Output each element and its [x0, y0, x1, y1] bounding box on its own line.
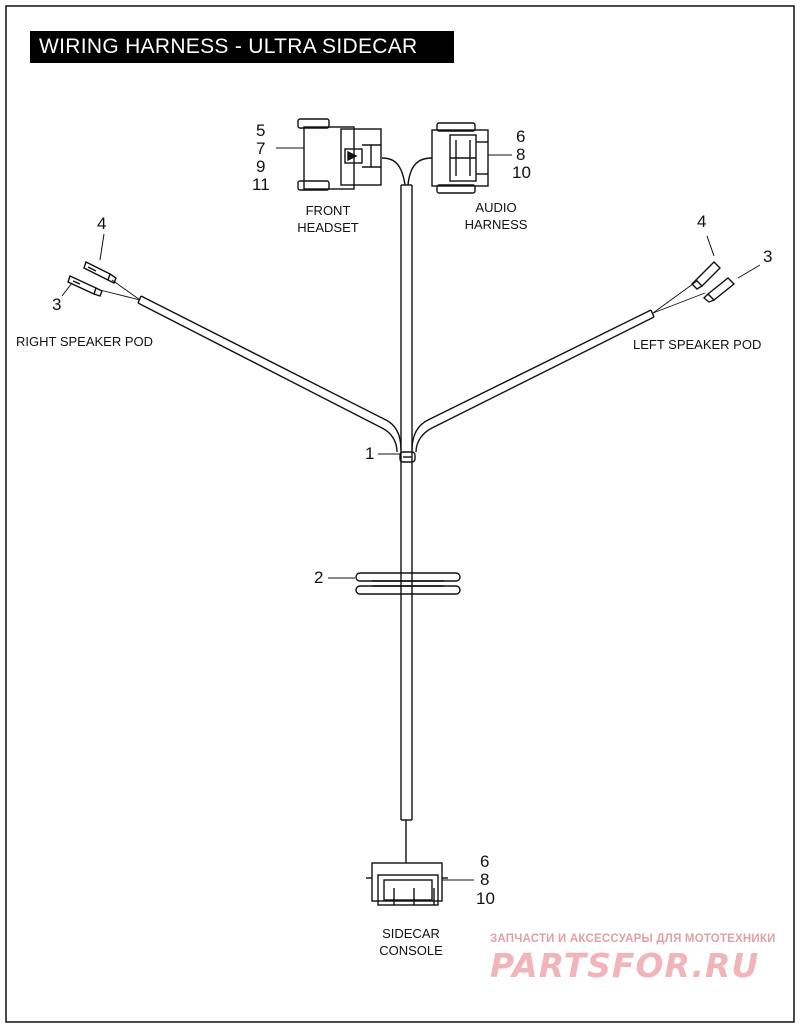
callout-console-10: 10: [476, 889, 495, 908]
sidecar-console-label: SIDECAR CONSOLE: [368, 925, 454, 959]
junction-clip: [399, 451, 416, 463]
callout-right-pod-3: 3: [52, 295, 62, 314]
audio-harness-label-line1: AUDIO: [475, 200, 517, 215]
sidecar-console-connector: [366, 862, 448, 906]
leader-left-pod-4: [706, 235, 715, 257]
leader-right-pod-4: [99, 233, 105, 261]
leader-right-pod-3: [61, 282, 73, 297]
sidecar-console-label-line2: CONSOLE: [379, 943, 443, 958]
audio-harness-wire: [407, 157, 433, 186]
callout-7: 7: [256, 139, 266, 158]
callout-11: 11: [252, 175, 270, 194]
right-speaker-pod-branch: [99, 279, 402, 453]
main-trunk: [400, 184, 413, 821]
callout-audio-10: 10: [512, 163, 531, 182]
diagram-title: WIRING HARNESS - ULTRA SIDECAR: [30, 31, 454, 63]
callout-right-pod-4: 4: [97, 214, 107, 233]
left-speaker-pod-branch: [411, 280, 706, 453]
callout-grommet-2: 2: [314, 568, 324, 587]
front-headset-label-line2: HEADSET: [297, 220, 359, 235]
right-pod-terminal-3: [67, 275, 103, 297]
audio-harness-connector: [431, 122, 489, 194]
watermark-logo: PARTSFOR.RU: [490, 946, 760, 985]
leader-left-pod-3: [737, 264, 761, 279]
front-headset-connector: [297, 118, 382, 191]
right-pod-terminal-4: [83, 261, 117, 284]
watermark-tagline: ЗАПЧАСТИ И АКСЕССУАРЫ ДЛЯ МОТОТЕХНИКИ: [490, 933, 776, 945]
left-pod-terminal-4: [691, 261, 721, 290]
callout-9: 9: [256, 157, 266, 176]
left-speaker-pod-label: LEFT SPEAKER POD: [633, 337, 762, 352]
page-border: [5, 5, 795, 1023]
audio-harness-label: AUDIO HARNESS: [453, 199, 539, 233]
left-pod-terminal-3: [702, 277, 736, 303]
front-headset-wire: [381, 157, 406, 186]
callout-left-pod-4: 4: [697, 212, 707, 231]
grommet: [355, 572, 461, 595]
front-headset-label-line1: FRONT: [305, 203, 351, 218]
callout-junction-1: 1: [365, 444, 375, 463]
audio-harness-label-line2: HARNESS: [464, 217, 528, 232]
callout-console-6: 6: [480, 852, 490, 871]
callout-audio-8: 8: [516, 145, 526, 164]
callout-audio-6: 6: [516, 127, 526, 146]
front-headset-label: FRONT HEADSET: [288, 202, 368, 236]
callout-left-pod-3: 3: [763, 247, 773, 266]
right-speaker-pod-label: RIGHT SPEAKER POD: [16, 334, 154, 349]
callout-console-8: 8: [480, 870, 490, 889]
sidecar-console-label-line1: SIDECAR: [382, 926, 440, 941]
callout-5: 5: [256, 121, 266, 140]
